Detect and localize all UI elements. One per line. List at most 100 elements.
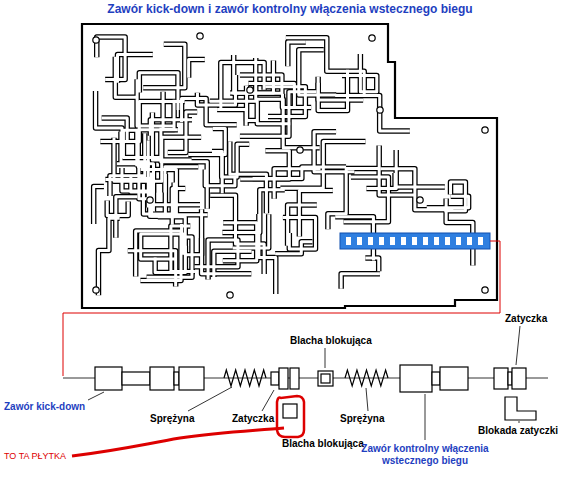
oil-channel [395, 173, 445, 187]
lock-plate [318, 371, 333, 386]
plug-land [290, 368, 299, 389]
bolt-hole [369, 35, 375, 41]
bolt-hole [93, 287, 99, 293]
part-label: Blacha blokująca [282, 438, 364, 450]
valve-body-plate [82, 24, 497, 308]
oil-channel [168, 112, 197, 152]
valve-land [179, 367, 204, 390]
bolt-hole [197, 33, 203, 39]
bore-land [346, 237, 351, 245]
bore-land [456, 237, 461, 245]
oil-channel [230, 60, 273, 93]
oil-channel [195, 240, 238, 280]
bore-land [368, 237, 373, 245]
oil-channel [94, 186, 104, 224]
bore-land [390, 237, 395, 245]
oil-channel [115, 57, 136, 97]
oil-channel [163, 92, 174, 130]
red-markings [63, 241, 500, 456]
oil-channel [96, 91, 122, 139]
oil-channel [123, 130, 159, 166]
bore-land [434, 237, 439, 245]
oil-channel [165, 167, 198, 193]
bolt-hole [417, 197, 423, 203]
oil-channel [288, 42, 306, 66]
spring-coil [345, 370, 388, 386]
red-bracket [63, 241, 500, 376]
oil-channel [446, 199, 473, 266]
oil-channel [100, 102, 184, 142]
valve-land [150, 367, 174, 390]
red-pointer [72, 428, 284, 456]
part-label: Blacha blokująca [290, 335, 372, 347]
oil-channel [288, 205, 317, 246]
plug-lock [505, 397, 536, 420]
leader-line [188, 387, 232, 411]
oil-channel [247, 86, 258, 121]
bore-land [379, 237, 384, 245]
oil-channel [128, 251, 176, 287]
leader-line [262, 390, 274, 411]
oil-channel [341, 274, 380, 289]
bolt-hole [377, 107, 383, 113]
plug-stem [271, 372, 279, 385]
oil-channel [342, 54, 377, 92]
bolt-hole [227, 292, 233, 298]
oil-channel [274, 169, 320, 199]
oil-channel [223, 223, 257, 261]
leader-lines [88, 326, 520, 440]
leader-line [88, 392, 104, 400]
oil-channel [328, 168, 380, 229]
part-label: Zawór kick-down [4, 401, 85, 413]
part-label: Zatyczka [232, 413, 274, 425]
red-circle [277, 396, 304, 437]
oil-channel [155, 246, 185, 273]
bolt-hole [297, 147, 303, 153]
part-label: TO TA PŁYTKA [4, 450, 66, 462]
oil-channel [217, 110, 246, 126]
oil-channel [274, 169, 320, 199]
part-label: Zatyczka [505, 313, 547, 325]
oil-channel [427, 196, 469, 208]
plug-land [512, 368, 526, 389]
oil-channel [240, 92, 317, 137]
valve-stem [432, 372, 440, 385]
bore-land [357, 237, 362, 245]
bore-land [423, 237, 428, 245]
exploded-parts [63, 365, 548, 420]
oil-channel [97, 37, 125, 80]
oil-channel [107, 201, 128, 216]
part-label: Sprężyna [340, 413, 384, 425]
bolt-hole [482, 287, 488, 293]
oil-channel [286, 38, 364, 95]
leader-line [366, 388, 368, 411]
oil-channel [240, 151, 289, 179]
oil-channel [366, 150, 396, 188]
oil-channel [100, 102, 184, 142]
valve-stem [122, 372, 150, 385]
leader-line [425, 394, 426, 440]
plug-groove [508, 372, 512, 385]
highlighted-bore [340, 233, 490, 249]
lock-plate [283, 404, 297, 418]
oil-channel [189, 60, 205, 78]
plug-land [494, 368, 508, 389]
oil-channel [341, 274, 380, 289]
valve-land [440, 367, 468, 390]
oil-channel [189, 60, 205, 78]
leader-line [325, 348, 326, 368]
leader-line [516, 326, 520, 365]
oil-channel [318, 77, 363, 100]
oil-channel [141, 234, 184, 259]
bore-land [412, 237, 417, 245]
part-label: Blokada zatyczki [478, 425, 558, 437]
valve-stem [174, 372, 179, 385]
oil-channel [117, 164, 154, 192]
bolt-hole [147, 197, 153, 203]
plate-outline [82, 24, 497, 308]
oil-channel [205, 170, 235, 186]
oil-channel [299, 190, 332, 236]
bore-land [445, 237, 450, 245]
oil-channel [138, 130, 178, 167]
